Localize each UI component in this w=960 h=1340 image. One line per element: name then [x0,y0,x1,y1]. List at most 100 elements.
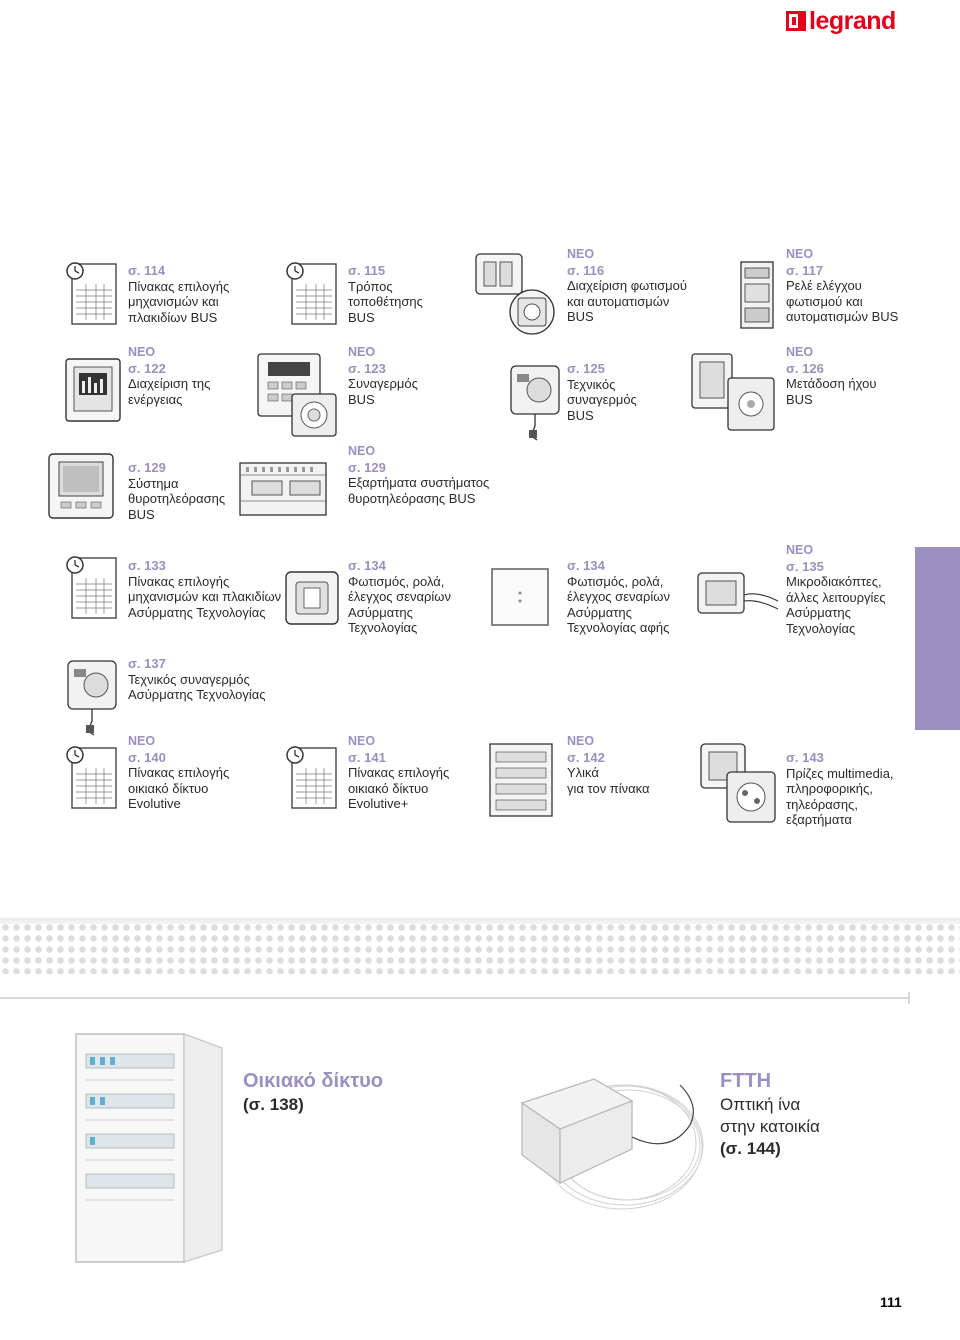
new-badge: ΝΕΟ [348,345,376,359]
item-line: Ασύρματης Τεχνολογίας [128,604,266,620]
item-line: BUS [567,407,594,423]
item-line: Τεχνολογίας [348,620,418,635]
technical-alarm-drawing [510,365,560,441]
home-network-page-ref[interactable]: (σ. 138) [243,1095,304,1114]
new-badge: ΝΕΟ [786,543,814,557]
page-ref[interactable]: σ. 135 [786,558,824,574]
page-ref[interactable]: σ. 125 [567,361,605,376]
new-badge: ΝΕΟ [567,734,595,748]
page-ref[interactable]: σ. 129 [128,460,166,475]
item-line: Πρίζες multimedia, [786,765,894,781]
catalog-item: ΝΕΟ σ. 117 Ρελέ ελέγχου φωτισμού και αυτ… [786,247,898,325]
catalog-item: σ. 133 Πίνακας επιλογής μηχανισμών και π… [128,558,281,620]
item-line: ενέργειας [128,391,183,407]
item-line: Μετάδοση ήχου [786,376,877,391]
section-tab [915,547,960,730]
item-line: οικιακό δίκτυο [348,780,429,796]
page-ref[interactable]: σ. 115 [348,263,386,278]
page-ref[interactable]: σ. 116 [567,262,605,278]
item-line: Φωτισμός, ρολά, [567,573,664,589]
item-line: BUS [128,506,155,522]
catalog-item: σ. 134 Φωτισμός, ρολά, έλεγχος σεναρίων … [348,558,451,636]
item-line: τηλεόρασης, [786,796,858,812]
catalog-item: ΝΕΟ σ. 123 Συναγερμός BUS [348,345,418,407]
panel-cabinet-drawing [489,743,553,817]
item-line: οικιακό δίκτυο [128,780,209,796]
divider-line [0,997,910,999]
catalog-item: σ. 129 Σύστημα θυροτηλεόρασης BUS [128,460,225,522]
separator-rule [0,918,960,924]
item-line: πληροφορικής, [786,781,873,796]
item-line: Ασύρματης [348,604,413,620]
item-line: εξαρτήματα [786,812,852,827]
item-line: έλεγχος σεναρίων [567,589,670,604]
selection-table-icon [66,746,117,809]
page-ref[interactable]: σ. 134 [567,558,605,573]
item-line: Πίνακας επιλογής [128,573,230,589]
ftth-line-2: στην κατοικία [720,1117,820,1136]
item-line: Ασύρματης [567,604,632,620]
catalog-item: ΝΕΟ σ. 142 Υλικά για τον πίνακα [567,734,650,796]
wireless-technical-alarm-drawing [67,660,117,736]
audio-module-drawing [691,353,775,431]
lighting-switch-drawing [475,253,555,335]
new-badge: ΝΕΟ [348,444,376,458]
page-ref[interactable]: σ. 143 [786,750,824,765]
page-ref[interactable]: σ. 142 [567,749,605,765]
new-badge: ΝΕΟ [567,247,595,261]
item-line: πλακιδίων BUS [128,309,218,325]
item-line: Πίνακας επιλογής [128,278,230,294]
item-line: Evolutive [128,796,181,811]
item-line: Φωτισμός, ρολά, [348,573,445,589]
item-line: Μικροδιακόπτες, [786,574,882,589]
catalog-item: σ. 134 Φωτισμός, ρολά, έλεγχος σεναρίων … [567,558,670,636]
item-line: Διαχείριση φωτισμού [567,278,688,293]
page-ref[interactable]: σ. 114 [128,263,166,278]
alarm-keypad-drawing [257,353,337,437]
item-line: Ασύρματης [786,605,851,620]
item-line: Πίνακας επιλογής [348,765,450,780]
item-line: Τρόπος [348,278,393,294]
item-line: έλεγχος σεναρίων [348,589,451,604]
item-line: μηχανισμών και [128,294,219,309]
item-line: θυροτηλεόρασης [128,491,226,506]
catalog-item: ΝΕΟ σ. 129 Εξαρτήματα συστήματος θυροτηλ… [348,444,489,506]
divider-tick [908,992,910,1004]
multimedia-socket-drawing [700,743,776,823]
page-ref[interactable]: σ. 117 [786,262,824,278]
home-network-title: Οικιακό δίκτυο [243,1070,383,1092]
item-line: Ασύρματης Τεχνολογίας [128,687,266,702]
catalog-item: σ. 115 Τρόπος τοποθέτησης BUS [348,263,423,325]
catalog-item: ΝΕΟ σ. 141 Πίνακας επιλογής οικιακό δίκτ… [348,734,449,812]
page-ref[interactable]: σ. 133 [128,558,166,573]
item-line: Διαχείριση της [128,376,211,391]
selection-table-icon [66,556,117,619]
item-line: BUS [567,309,594,324]
catalog-item: σ. 125 Τεχνικός συναγερμός BUS [567,361,637,423]
video-intercom-monitor-drawing [48,453,114,519]
page-ref[interactable]: σ. 141 [348,749,386,765]
page-ref[interactable]: σ. 134 [348,558,386,573]
page-ref[interactable]: σ. 123 [348,360,386,376]
legrand-logo: legrand [786,6,896,36]
item-line: φωτισμού και [786,293,863,309]
catalog-item: ΝΕΟ σ. 122 Διαχείριση της ενέργειας [128,345,210,407]
catalog-item: σ. 137 Τεχνικός συναγερμός Ασύρματης Τεχ… [128,656,266,703]
item-line: Εξαρτήματα συστήματος [348,475,490,490]
catalog-item: ΝΕΟ σ. 135 Μικροδιακόπτες, άλλες λειτουρ… [786,543,886,636]
ftth-page-ref[interactable]: (σ. 144) [720,1139,781,1158]
item-line: Σύστημα [128,475,179,491]
item-line: BUS [348,309,375,325]
page-ref[interactable]: σ. 126 [786,360,824,376]
item-line: τοποθέτησης [348,294,423,309]
item-line: για τον πίνακα [567,780,650,796]
page-ref[interactable]: σ. 122 [128,360,166,376]
item-line: BUS [786,391,813,407]
page-ref[interactable]: σ. 140 [128,749,166,765]
ftth-title: FTTH [720,1070,772,1092]
distribution-cabinet-photo [75,1033,223,1263]
page-ref[interactable]: σ. 129 [348,459,386,475]
page-ref[interactable]: σ. 137 [128,656,166,671]
new-badge: ΝΕΟ [348,734,376,748]
page-number: 111 [880,1294,902,1310]
